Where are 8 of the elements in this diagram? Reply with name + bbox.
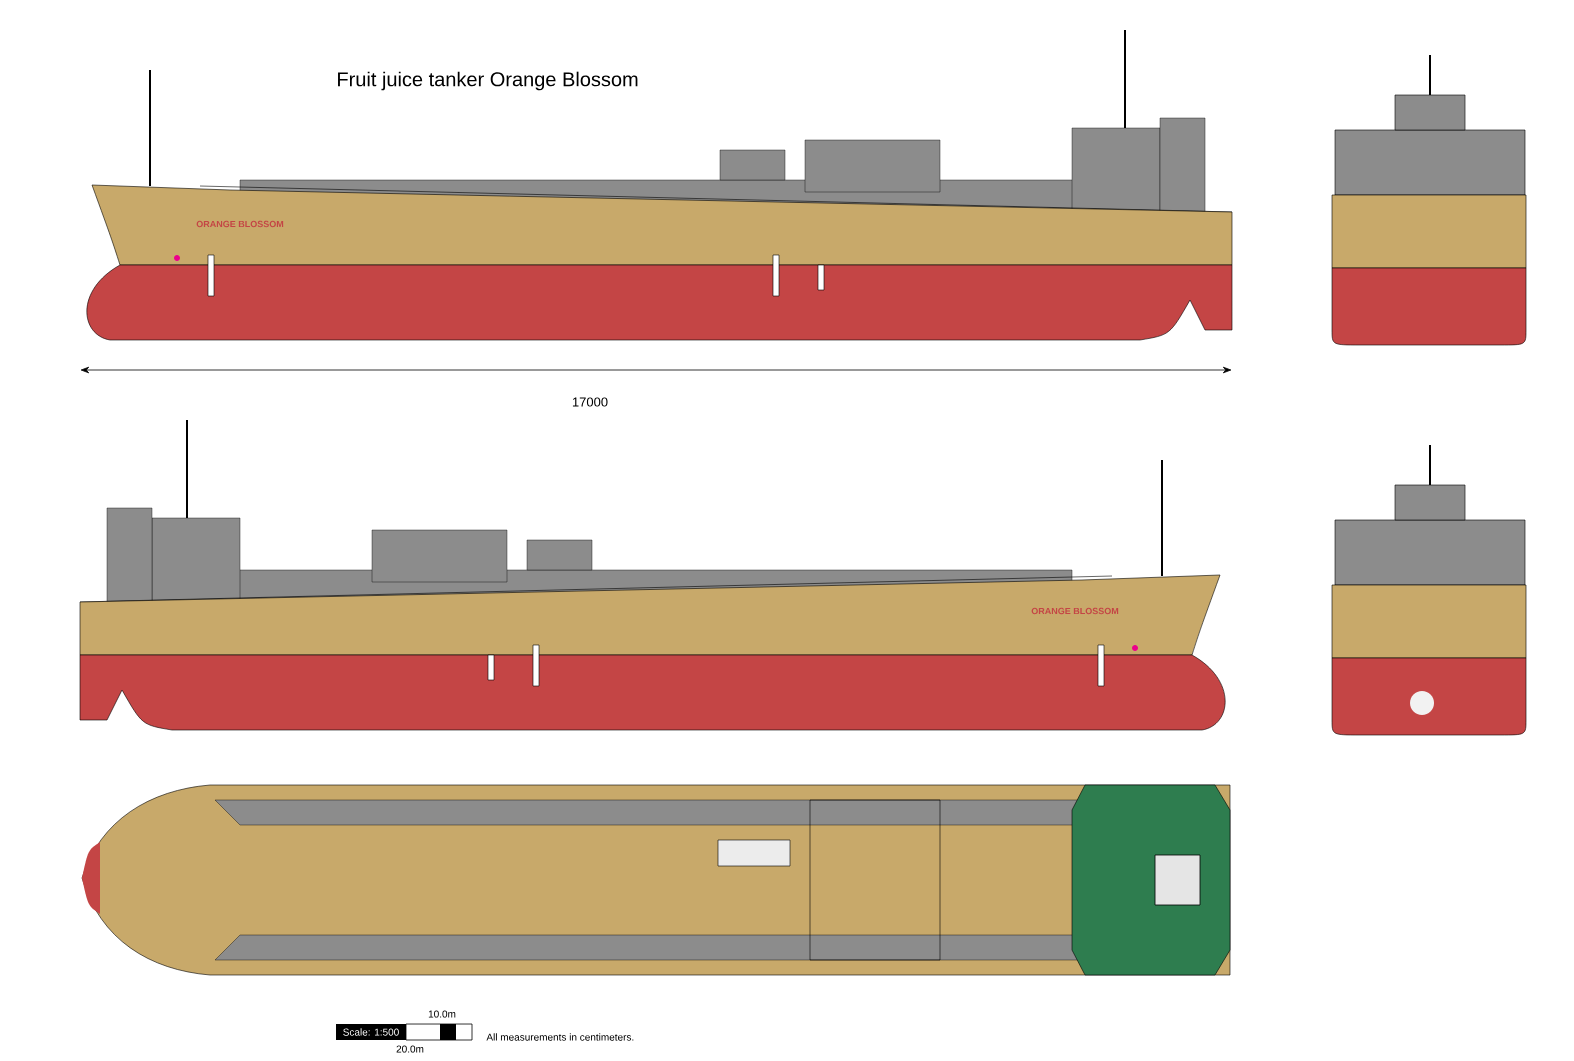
- ship-name: ORANGE BLOSSOM: [1031, 607, 1119, 615]
- note: All measurements in centimeters.: [486, 1033, 634, 1041]
- scale-bar: Scale: 1:500: [336, 1023, 473, 1041]
- scale-label: 10.0m: [428, 1010, 456, 1018]
- dimension-label: 17000: [572, 397, 608, 407]
- title: Fruit juice tanker Orange Blossom: [338, 71, 638, 91]
- ship-name: ORANGE BLOSSOM: [196, 220, 284, 228]
- scale-label: 20.0m: [396, 1045, 424, 1053]
